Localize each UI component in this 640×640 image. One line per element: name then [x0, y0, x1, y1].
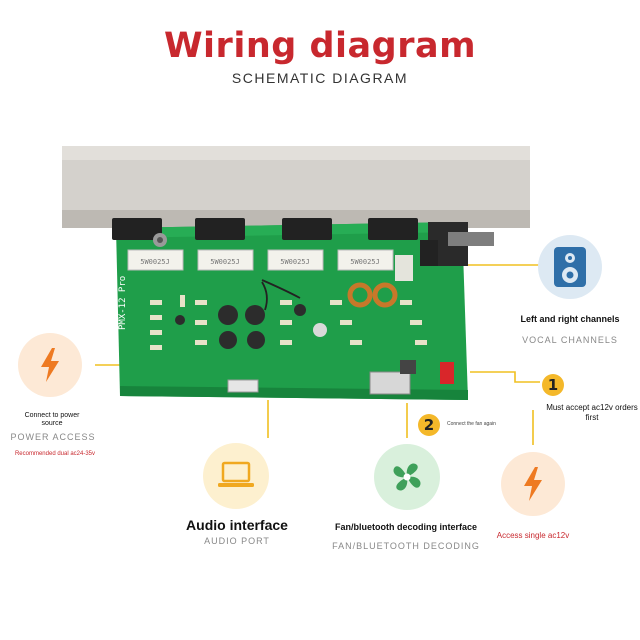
power-connector [395, 222, 494, 281]
power-title: Connect to power source [24, 412, 80, 427]
ac12v-step-text: Must accept ac12v orders first [546, 403, 638, 422]
fan-title: Fan/bluetooth decoding interface [334, 522, 477, 532]
fan-icon-circle [374, 444, 440, 510]
power-transistors [112, 218, 418, 247]
resistor-label-1: 5W0025J [140, 258, 170, 266]
fan-step-note: Connect the fan again [447, 421, 496, 427]
small-components [150, 295, 427, 350]
lightning-icon [41, 348, 59, 382]
ac12v-note: Access single ac12v [496, 531, 570, 540]
resistor-label-4: 5W0025J [350, 258, 380, 266]
audio-icon-circle [203, 443, 269, 509]
bottom-connectors [227, 360, 454, 395]
heatsink [62, 146, 530, 228]
speaker-icon [554, 247, 586, 287]
silkscreen-model: PMX-12 Pro [118, 276, 128, 330]
power-subtitle: POWER ACCESS [10, 432, 96, 442]
fan-icon [393, 463, 421, 491]
capacitors [175, 304, 327, 349]
fan-step-badge: 2 [418, 414, 440, 436]
vocal-title: Left and right channels [520, 314, 620, 324]
power-icon-circle [18, 333, 82, 397]
ceramic-resistors: 5W0025J 5W0025J 5W0025J 5W0025J [127, 249, 394, 271]
ac12v-icon-circle [501, 452, 565, 516]
laptop-icon [218, 461, 254, 487]
audio-title: Audio interface [186, 517, 288, 533]
page-title: Wiring diagram [163, 26, 477, 66]
resistor-label-2: 5W0025J [210, 258, 240, 266]
ac12v-connector-line-top [470, 371, 540, 383]
lightning-icon [524, 467, 542, 501]
audio-subtitle: AUDIO PORT [204, 536, 270, 546]
fan-subtitle: FAN/BLUETOOTH DECODING [332, 541, 480, 551]
board-wires [261, 279, 301, 311]
resistor-label-3: 5W0025J [280, 258, 310, 266]
inductors [347, 282, 398, 308]
vocal-subtitle: VOCAL CHANNELS [522, 335, 618, 345]
power-note: Recommended dual ac24-35v [14, 451, 96, 457]
ac12v-step-badge: 1 [542, 374, 564, 396]
vocal-icon-circle [538, 235, 602, 299]
page-subtitle: SCHEMATIC DIAGRAM [231, 70, 409, 86]
